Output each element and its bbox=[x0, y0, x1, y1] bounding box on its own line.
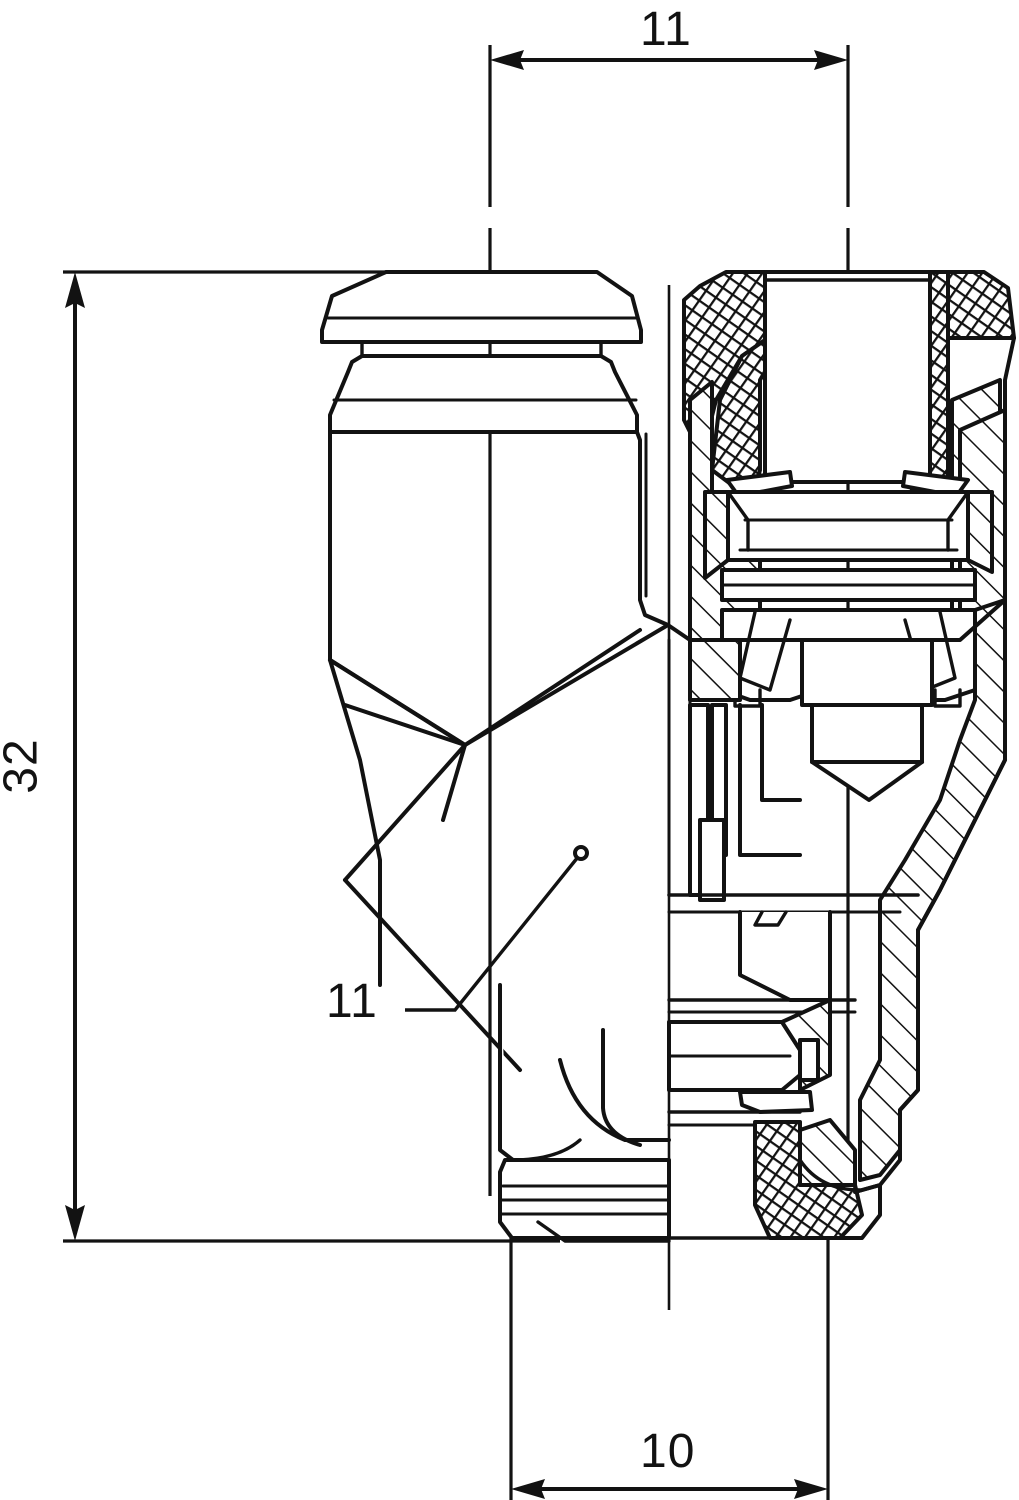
y-junction-short-stub bbox=[441, 743, 467, 822]
callout-leader-dot-11 bbox=[573, 845, 589, 861]
lower-collar-top-fillet bbox=[518, 1138, 582, 1162]
dimension-label-top-width: 11 bbox=[640, 3, 692, 56]
lower-left-tube-fillet bbox=[558, 1058, 671, 1142]
arrowhead-bottom-right bbox=[794, 1479, 828, 1499]
body-right-shoulder bbox=[635, 430, 670, 627]
mid-pocket-notch bbox=[753, 910, 788, 927]
stem-block-upper bbox=[800, 638, 934, 707]
lower-seal-lip bbox=[738, 1090, 814, 1114]
callout-leader-layer bbox=[405, 845, 589, 1012]
callout-leader-line-11 bbox=[405, 855, 580, 1012]
arrowhead-top-left bbox=[490, 50, 524, 70]
stem-block-lower bbox=[810, 703, 924, 764]
lower-collet-tab bbox=[798, 1038, 820, 1082]
body-left-lower-taper bbox=[343, 703, 467, 747]
lower-thread-seal-hatch-right bbox=[798, 1118, 857, 1187]
outer-shell-hatch-2 bbox=[688, 638, 742, 702]
top-port-bore bbox=[763, 270, 932, 484]
callout-label-part-11: 11 bbox=[326, 975, 378, 1028]
dimension-overall-height bbox=[63, 270, 560, 1243]
valve-seat-foot-right bbox=[933, 688, 962, 708]
collet-ring-taper-right bbox=[946, 490, 970, 552]
outer-profile-right bbox=[666, 336, 1016, 642]
channel-wall bbox=[738, 703, 802, 857]
collet-ring-taper-left bbox=[726, 490, 750, 552]
bottom-rim-fillet bbox=[798, 1158, 862, 1192]
y-junction-long-diagonal bbox=[343, 878, 522, 1072]
lower-left-tube-inner bbox=[601, 1028, 642, 1147]
outer-profile-right-lower bbox=[853, 758, 1007, 1194]
y-junction-left-upper bbox=[328, 658, 467, 747]
arrowhead-left-top bbox=[65, 272, 85, 308]
arrowhead-top-right bbox=[814, 50, 848, 70]
channel-inner-2 bbox=[698, 818, 726, 902]
bottom-outer-rim bbox=[838, 1183, 882, 1240]
upper-collar-cap bbox=[320, 270, 643, 344]
release-sleeve-body bbox=[328, 354, 639, 434]
channel-wall-2 bbox=[760, 703, 802, 802]
dimension-label-overall-height: 32 bbox=[0, 738, 48, 794]
dimension-label-bottom-width: 10 bbox=[640, 1425, 696, 1478]
collet-hatch-left bbox=[703, 490, 730, 580]
collet-hatch-right bbox=[966, 490, 994, 574]
part-geometry-layer bbox=[320, 270, 1016, 1243]
arrowhead-bottom-left bbox=[511, 1479, 545, 1499]
lower-collar-chamfer bbox=[536, 1220, 671, 1243]
arrowhead-left-bottom bbox=[65, 1205, 85, 1241]
valve-seat-notch-left bbox=[738, 610, 792, 692]
y-junction-right-upper-2 bbox=[463, 623, 670, 747]
y-junction-down-left bbox=[343, 743, 467, 882]
stem-block-tip bbox=[810, 760, 924, 802]
